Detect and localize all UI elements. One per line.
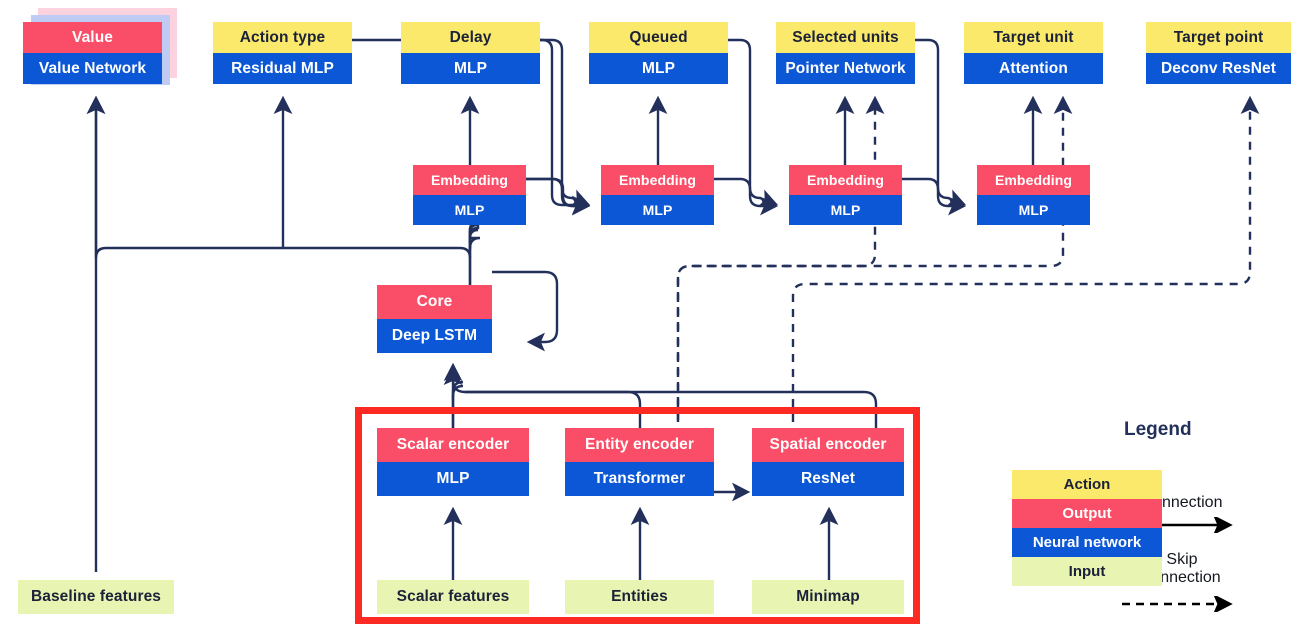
head-value[interactable]: Value Value Network	[23, 22, 162, 84]
input-scalar-features[interactable]: Scalar features	[377, 580, 529, 614]
encoder-entity[interactable]: Entity encoder Transformer	[565, 428, 714, 496]
embedding-4-bottom: MLP	[977, 195, 1090, 225]
embedding-4-top: Embedding	[977, 165, 1090, 195]
embedding-2-top: Embedding	[601, 165, 714, 195]
legend-swatches: Action Output Neural network Input	[1012, 470, 1162, 586]
encoder-entity-top: Entity encoder	[565, 428, 714, 462]
head-value-top: Value	[23, 22, 162, 53]
encoder-entity-bottom: Transformer	[565, 462, 714, 496]
legend-skip-label-line2: connection	[1143, 569, 1221, 587]
legend-swatch-input: Input	[1012, 557, 1162, 586]
encoder-spatial-bottom: ResNet	[752, 462, 904, 496]
head-target-unit-bottom: Attention	[964, 53, 1103, 84]
head-selected-units[interactable]: Selected units Pointer Network	[776, 22, 915, 84]
embedding-3[interactable]: Embedding MLP	[789, 165, 902, 225]
encoder-scalar[interactable]: Scalar encoder MLP	[377, 428, 529, 496]
head-target-unit-top: Target unit	[964, 22, 1103, 53]
encoder-scalar-top: Scalar encoder	[377, 428, 529, 462]
encoder-scalar-bottom: MLP	[377, 462, 529, 496]
head-action-type-bottom: Residual MLP	[213, 53, 352, 84]
head-delay-bottom: MLP	[401, 53, 540, 84]
head-target-point-top: Target point	[1146, 22, 1291, 53]
embedding-3-top: Embedding	[789, 165, 902, 195]
head-target-point-bottom: Deconv ResNet	[1146, 53, 1291, 84]
embedding-4[interactable]: Embedding MLP	[977, 165, 1090, 225]
head-target-point[interactable]: Target point Deconv ResNet	[1146, 22, 1291, 84]
input-scalar-features-label: Scalar features	[377, 580, 529, 614]
head-delay-top: Delay	[401, 22, 540, 53]
encoder-spatial[interactable]: Spatial encoder ResNet	[752, 428, 904, 496]
input-entities-label: Entities	[565, 580, 714, 614]
input-baseline-features[interactable]: Baseline features	[18, 580, 174, 614]
head-action-type-top: Action type	[213, 22, 352, 53]
head-queued-top: Queued	[589, 22, 728, 53]
core-top: Core	[377, 285, 492, 319]
input-minimap[interactable]: Minimap	[752, 580, 904, 614]
input-baseline-features-label: Baseline features	[18, 580, 174, 614]
legend-skip-label-line1: Skip	[1166, 551, 1198, 568]
input-entities[interactable]: Entities	[565, 580, 714, 614]
legend-swatch-action: Action	[1012, 470, 1162, 499]
head-value-bottom: Value Network	[23, 53, 162, 84]
head-action-type[interactable]: Action type Residual MLP	[213, 22, 352, 84]
legend-title: Legend	[1124, 419, 1192, 440]
legend-skip-label: Skip connection	[1143, 551, 1220, 588]
embedding-2-bottom: MLP	[601, 195, 714, 225]
head-selected-units-bottom: Pointer Network	[776, 53, 915, 84]
core-module[interactable]: Core Deep LSTM	[377, 285, 492, 353]
embedding-1-bottom: MLP	[413, 195, 526, 225]
embedding-1[interactable]: Embedding MLP	[413, 165, 526, 225]
head-queued-bottom: MLP	[589, 53, 728, 84]
head-delay[interactable]: Delay MLP	[401, 22, 540, 84]
legend-swatch-neural-network: Neural network	[1012, 528, 1162, 557]
input-minimap-label: Minimap	[752, 580, 904, 614]
embedding-2[interactable]: Embedding MLP	[601, 165, 714, 225]
embedding-1-top: Embedding	[413, 165, 526, 195]
legend-skip-arrow	[1122, 596, 1233, 612]
head-queued[interactable]: Queued MLP	[589, 22, 728, 84]
embedding-3-bottom: MLP	[789, 195, 902, 225]
encoder-spatial-top: Spatial encoder	[752, 428, 904, 462]
legend-swatch-output: Output	[1012, 499, 1162, 528]
head-selected-units-top: Selected units	[776, 22, 915, 53]
head-target-unit[interactable]: Target unit Attention	[964, 22, 1103, 84]
core-bottom: Deep LSTM	[377, 319, 492, 353]
